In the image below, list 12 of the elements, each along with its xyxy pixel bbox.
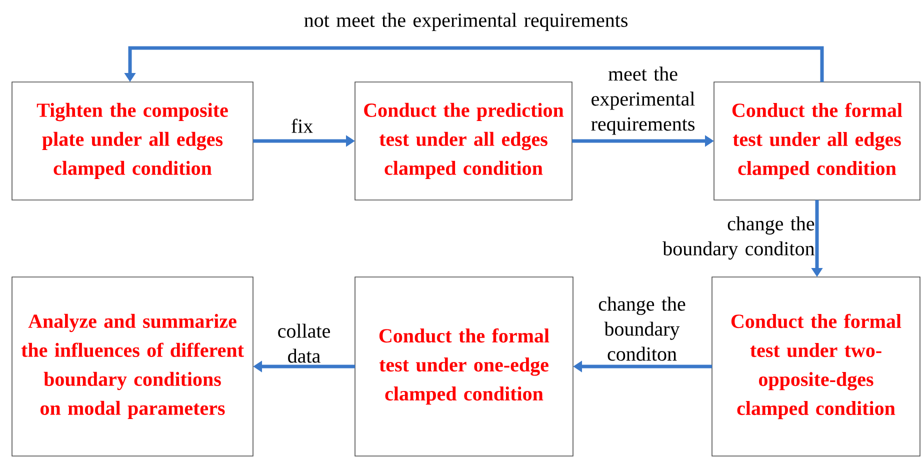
process-box: Analyze and summarize the influences of different boundary conditions on modal parameters [12,276,254,456]
edge-label: change the boundary conditon [662,216,814,260]
process-box: Conduct the formal test under one-edge clamped condition [354,276,574,456]
process-box: Conduct the formal test under all edges clamped condition [714,82,920,200]
edge-label: not meet the experimental requirements [304,12,628,32]
edge-label: fix [292,118,313,133]
process-box: Conduct the prediction test under all edges clamped condition [354,82,572,200]
process-box: Tighten the composite plate under all edges clamped condition [12,82,254,200]
process-box: Conduct the formal test under two-opposite-dges clamped condition [712,276,920,456]
edge-label: change the boundary conditon [598,296,686,361]
edge-label: meet the experimental requirements [591,66,695,135]
edge-label: collate data [278,324,330,363]
